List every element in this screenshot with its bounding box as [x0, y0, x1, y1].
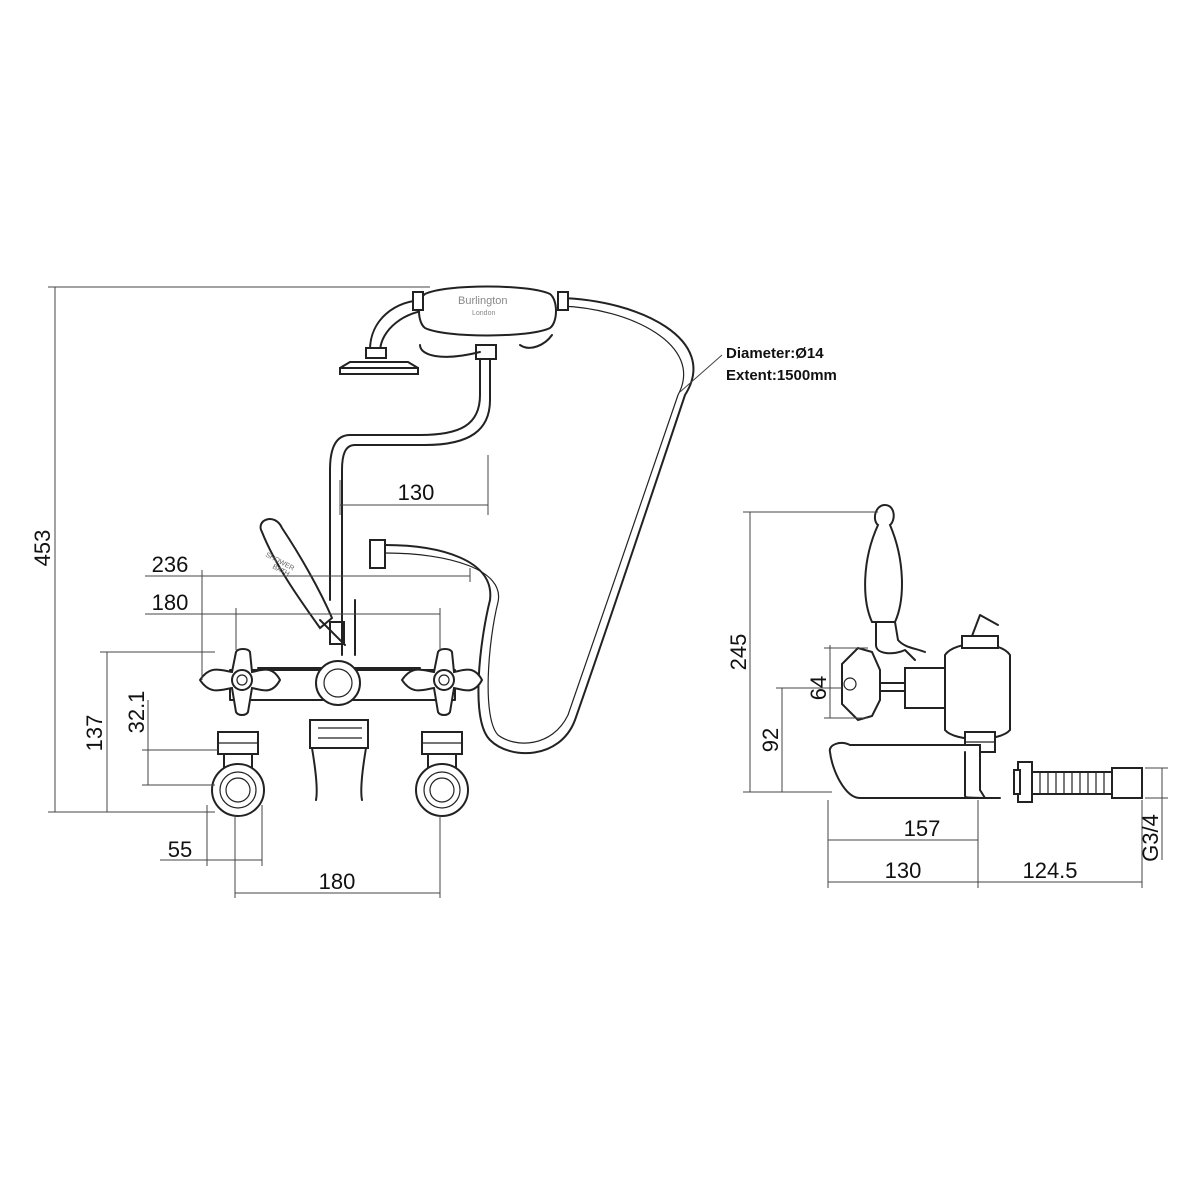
dim-leg-width: 55	[168, 837, 192, 862]
side-cross-handle	[841, 646, 881, 722]
brand-text: Burlington	[458, 295, 508, 307]
spout-front	[309, 719, 369, 749]
dim-body-height: 137	[82, 715, 107, 752]
dim-spout-projection: 157	[904, 816, 941, 841]
diverter-boss	[315, 660, 361, 706]
shower-hose	[384, 297, 695, 755]
left-inlet-leg	[211, 731, 265, 817]
dim-side-height: 245	[726, 634, 751, 671]
dim-inlet-centres: 180	[319, 869, 356, 894]
dim-handle-centres: 180	[152, 590, 189, 615]
side-dimensions: 245 64 92 157 130 124.5 G3/4	[726, 511, 1168, 888]
dim-overall-height: 453	[30, 530, 55, 567]
side-spout	[828, 742, 987, 799]
hot-cross-handle	[198, 648, 282, 716]
front-view: Burlington London SHOWER BATH	[198, 285, 695, 817]
hose-note-diameter: Diameter:Ø14	[726, 345, 824, 362]
dim-wall-projection: 124.5	[1022, 858, 1077, 883]
dim-overall-width: 236	[152, 552, 189, 577]
hose-note-extent: Extent:1500mm	[726, 367, 837, 384]
diverter-lever: SHOWER BATH	[259, 518, 346, 646]
side-body	[904, 667, 946, 709]
side-view	[828, 503, 1143, 803]
side-lever	[864, 503, 903, 623]
dim-leg-height: 32.1	[124, 691, 149, 734]
right-inlet-leg	[415, 731, 469, 817]
brand-sub-text: London	[472, 310, 495, 317]
dim-spout-to-wall: 130	[885, 858, 922, 883]
valve-body	[229, 669, 456, 701]
hose-outlet	[369, 539, 386, 569]
dim-handset-offset: 130	[398, 480, 435, 505]
threaded-inlet	[1031, 767, 1143, 799]
front-dimensions: 453 130 236 180 137 32.1 55	[30, 286, 837, 898]
shower-handset: Burlington London	[339, 285, 569, 375]
cradle-arm	[329, 354, 481, 601]
dim-thread: G3/4	[1138, 814, 1163, 862]
cold-cross-handle	[400, 648, 484, 716]
dim-side-spout: 92	[758, 728, 783, 752]
